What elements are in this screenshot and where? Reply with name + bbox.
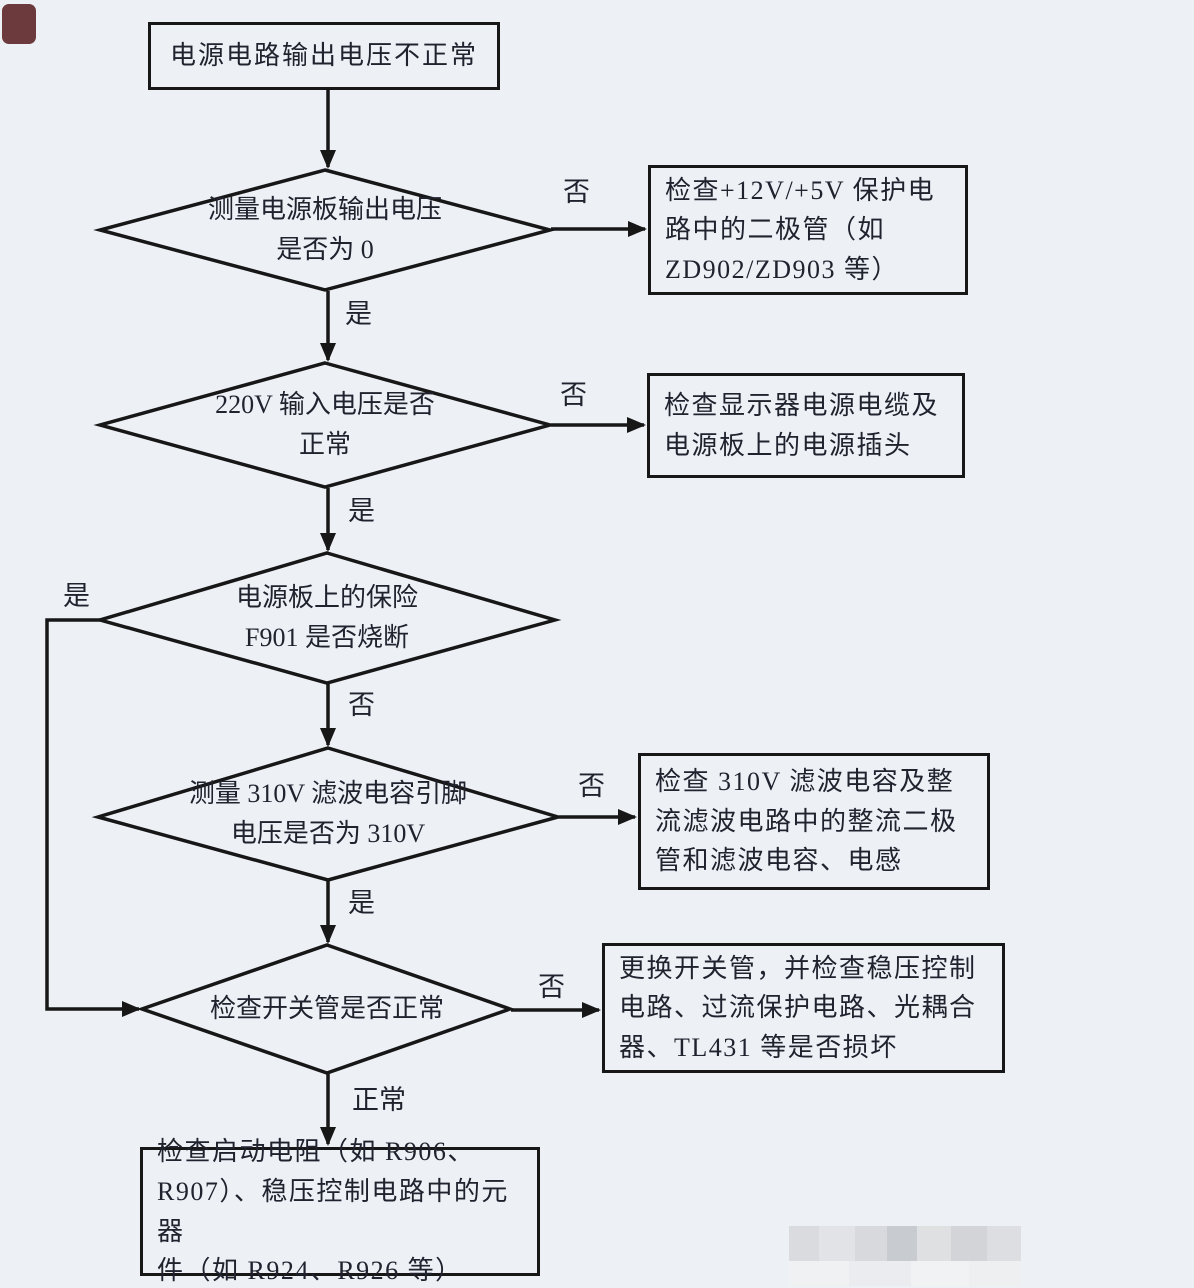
arrow-d3-loop-to-d5	[45, 618, 141, 1017]
edge-label-d4-yes: 是	[348, 888, 375, 918]
watermark-mosaic-row2	[789, 1261, 1021, 1286]
edge-label-d2-no: 否	[560, 380, 587, 410]
decision-diamond-4	[91, 746, 565, 882]
decision-5-text: 检查开关管是否正常	[209, 994, 444, 1024]
edge-label-d4-no: 否	[578, 771, 605, 801]
edge-label-d5-no: 否	[538, 972, 565, 1002]
edge-label-d2-yes: 是	[348, 496, 375, 526]
decision-1-text: 测量电源板输出电压 是否为 0	[207, 195, 442, 264]
decision-diamond-1	[93, 168, 557, 292]
start-box: 电源电路输出电压不正常	[148, 22, 500, 90]
corner-mark	[2, 4, 36, 44]
action-box-5-text: 检查启动电阻（如 R906、 R907）、稳压控制电路中的元器 件（如 R924…	[157, 1137, 509, 1286]
action-box-1-text: 检查+12V/+5V 保护电 路中的二极管（如 ZD902/ZD903 等）	[665, 175, 936, 284]
action-box-3-text: 检查 310V 滤波电容及整 流滤波电路中的整流二极 管和滤波电容、电感	[655, 767, 958, 876]
action-box-4-text: 更换开关管，并检查稳压控制 电路、过流保护电路、光耦合 器、TL431 等是否损…	[619, 953, 977, 1062]
start-box-text: 电源电路输出电压不正常	[169, 41, 478, 71]
edge-label-d1-no: 否	[563, 177, 590, 207]
action-box-5: 检查启动电阻（如 R906、 R907）、稳压控制电路中的元器 件（如 R924…	[140, 1137, 540, 1285]
decision-diamond-2	[93, 361, 557, 489]
decision-4-text: 测量 310V 滤波电容引脚 电压是否为 310V	[188, 779, 468, 848]
decision-diamond-3	[93, 551, 562, 685]
decision-3-text: 电源板上的保险 F901 是否烧断	[235, 583, 418, 652]
action-box-3: 检查 310V 滤波电容及整 流滤波电路中的整流二极 管和滤波电容、电感	[638, 753, 990, 890]
decision-diamond-5	[136, 943, 516, 1075]
action-box-4: 更换开关管，并检查稳压控制 电路、过流保护电路、光耦合 器、TL431 等是否损…	[602, 943, 1005, 1073]
watermark-mosaic-row1	[789, 1226, 1021, 1261]
edge-label-d5-normal: 正常	[352, 1085, 406, 1115]
action-box-2: 检查显示器电源电缆及 电源板上的电源插头	[647, 373, 965, 478]
action-box-1: 检查+12V/+5V 保护电 路中的二极管（如 ZD902/ZD903 等）	[648, 165, 968, 295]
action-box-2-text: 检查显示器电源电缆及 电源板上的电源插头	[664, 390, 940, 460]
edge-label-d3-no: 否	[348, 690, 375, 720]
edge-label-d1-yes: 是	[345, 299, 372, 329]
edge-label-d3-yes: 是	[63, 581, 90, 611]
decision-2-text: 220V 输入电压是否 正常	[215, 390, 435, 459]
